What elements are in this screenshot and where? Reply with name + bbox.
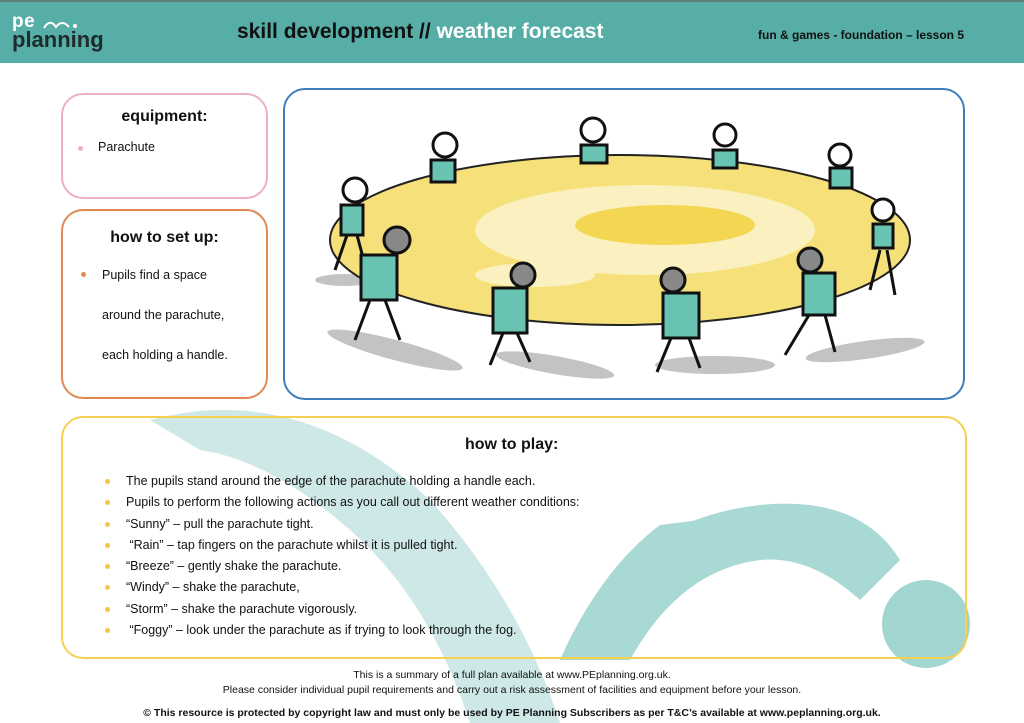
parachute-illustration xyxy=(283,88,965,400)
bullet-icon xyxy=(105,585,110,591)
how-to-play-list: The pupils stand around the edge of the … xyxy=(105,471,580,641)
bullet-icon xyxy=(105,479,110,484)
footer-risk-note: Please consider individual pupil require… xyxy=(222,684,802,696)
instruction-item: “Rain” – tap fingers on the parachute wh… xyxy=(105,535,580,556)
instruction-item: “Storm” – shake the parachute vigorously… xyxy=(105,599,580,620)
setup-box: how to set up: Pupils find a space aroun… xyxy=(61,209,268,399)
lesson-label: fun & games - foundation – lesson 5 xyxy=(758,28,965,42)
logo-pe: pe xyxy=(12,11,36,32)
parachute-game-image xyxy=(315,116,925,379)
how-to-play-heading: how to play: xyxy=(465,436,559,453)
bullet-icon xyxy=(81,272,86,277)
instruction-item: “Sunny” – pull the parachute tight. xyxy=(105,514,580,535)
arc-main-shape xyxy=(560,503,900,660)
equipment-heading: equipment: xyxy=(121,108,208,125)
bullet-icon xyxy=(105,628,110,634)
bullet-icon xyxy=(105,500,110,506)
bullet-icon xyxy=(105,606,110,612)
title-activity: weather forecast xyxy=(430,20,604,43)
setup-list: Pupils find a space around the parachute… xyxy=(81,255,266,375)
instruction-item: “Foggy” – look under the parachute as if… xyxy=(105,620,580,641)
bullet-icon xyxy=(105,564,110,570)
footer-summary-note: This is a summary of a full plan availab… xyxy=(353,669,671,681)
header-banner: pe planning skill development // weather… xyxy=(0,0,1024,63)
how-to-play-box: how to play: The pupils stand around the… xyxy=(61,416,967,659)
setup-item: Pupils find a space around the parachute… xyxy=(81,255,266,375)
pe-planning-logo: pe planning xyxy=(12,12,104,51)
instruction-item: “Breeze” – gently shake the parachute. xyxy=(105,556,580,577)
bullet-icon xyxy=(105,542,110,548)
instruction-item: The pupils stand around the edge of the … xyxy=(105,471,580,492)
equipment-item: Parachute xyxy=(78,140,266,154)
arc-light-shape xyxy=(150,410,560,723)
instruction-item: Pupils to perform the following actions … xyxy=(105,492,580,513)
bullet-icon xyxy=(78,146,83,151)
logo-bounce-icon xyxy=(43,21,77,29)
setup-heading: how to set up: xyxy=(110,229,219,246)
logo-planning: planning xyxy=(12,27,104,52)
title-category: skill development // xyxy=(237,20,431,43)
bullet-icon xyxy=(105,521,110,527)
footer-copyright: © This resource is protected by copyrigh… xyxy=(143,707,881,719)
equipment-list: Parachute xyxy=(78,140,266,154)
page-title: skill development // weather forecast xyxy=(237,20,603,44)
instruction-item: “Windy” – shake the parachute, xyxy=(105,577,580,598)
equipment-box: equipment: Parachute xyxy=(61,93,268,199)
